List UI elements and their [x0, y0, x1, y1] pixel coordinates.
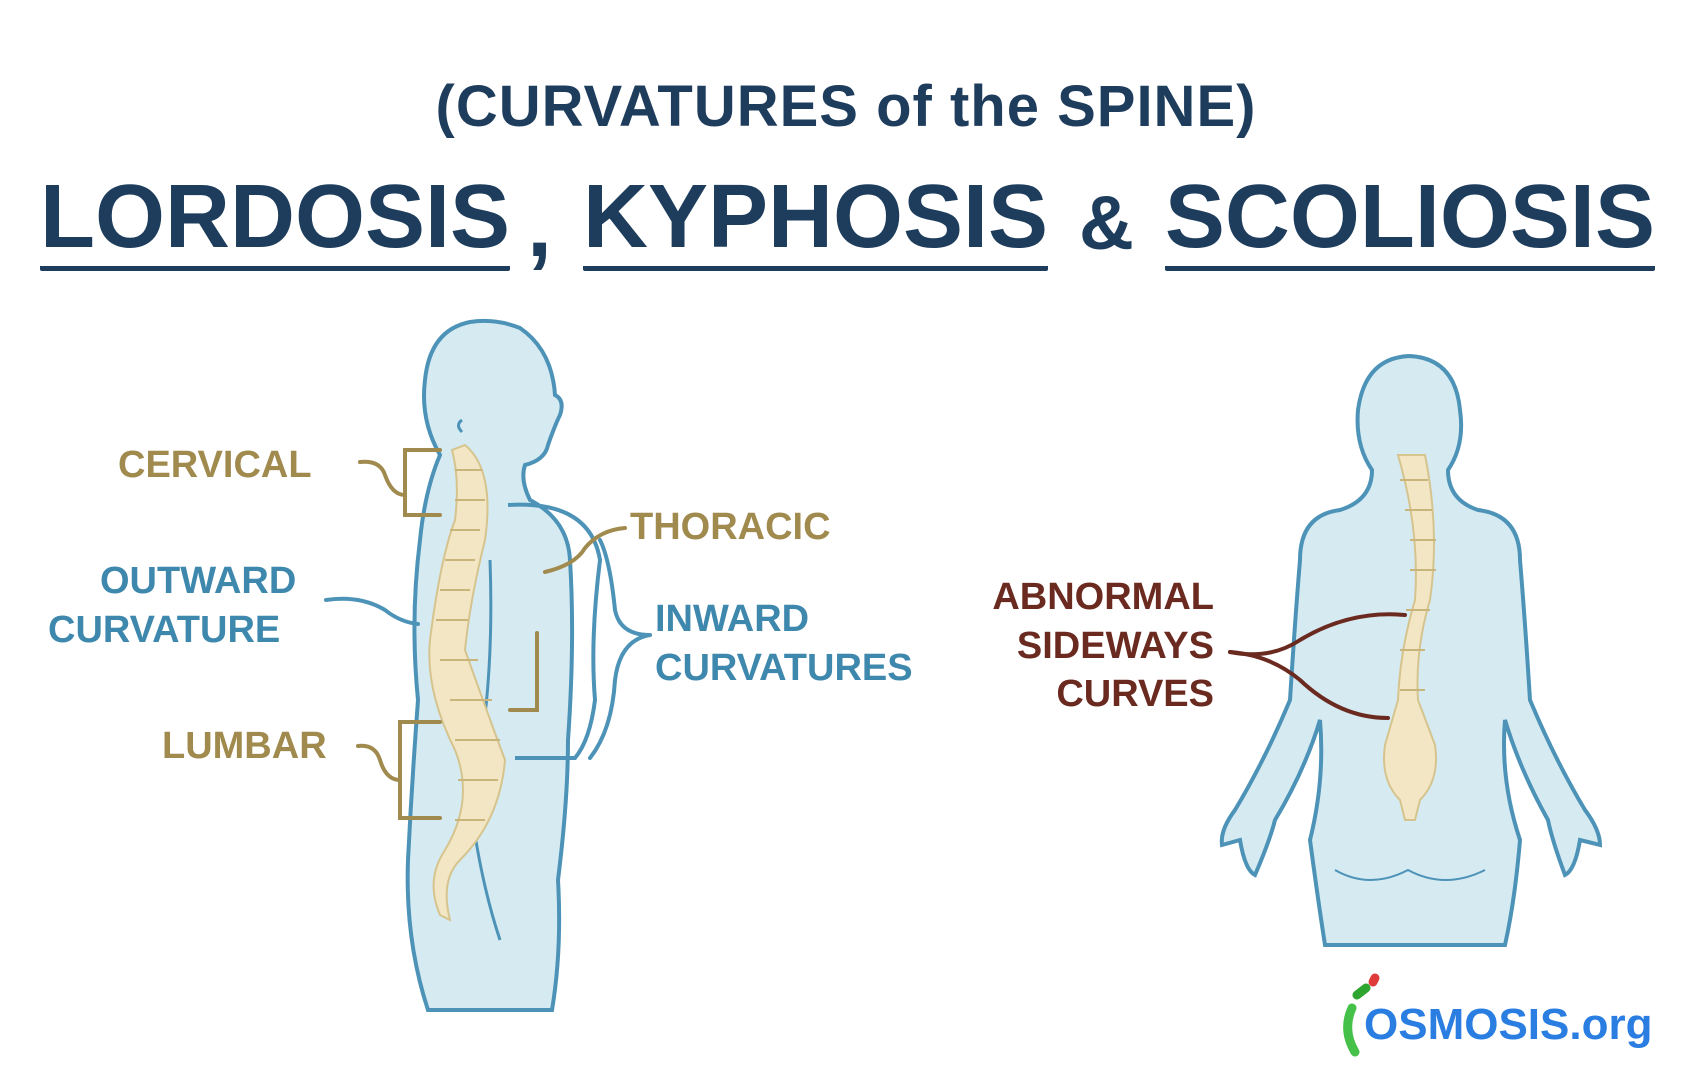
label-cervical: CERVICAL	[118, 444, 312, 486]
label-outward-2: CURVATURE	[48, 609, 281, 651]
label-sideways: SIDEWAYS	[1016, 625, 1214, 667]
side-view-body	[405, 318, 603, 1012]
osmosis-logo-mark	[1343, 973, 1380, 1057]
title-kyphosis: KYPHOSIS	[582, 172, 1049, 271]
back-spine	[1383, 454, 1437, 821]
label-abnormal: ABNORMAL	[992, 576, 1214, 618]
label-inward-1: INWARD	[655, 598, 810, 640]
title-ampersand: &	[1079, 181, 1134, 266]
title-lordosis: LORDOSIS	[40, 172, 511, 271]
side-spine	[428, 443, 507, 922]
label-curves: CURVES	[1056, 673, 1214, 715]
label-lumbar: LUMBAR	[162, 725, 327, 767]
label-outward-1: OUTWARD	[100, 560, 297, 602]
title: LORDOSIS , KYPHOSIS & SCOLIOSIS	[40, 172, 1655, 271]
label-inward-2: CURVATURES	[655, 647, 913, 689]
label-thoracic: THORACIC	[630, 506, 831, 548]
osmosis-logo: OSMOSIS.org	[1364, 1000, 1653, 1049]
side-connectors	[324, 448, 652, 820]
title-scoliosis: SCOLIOSIS	[1164, 172, 1655, 271]
title-comma: ,	[527, 176, 553, 276]
subtitle: (CURVATURES of the SPINE)	[435, 74, 1257, 139]
scoliosis-connectors	[1228, 612, 1407, 720]
